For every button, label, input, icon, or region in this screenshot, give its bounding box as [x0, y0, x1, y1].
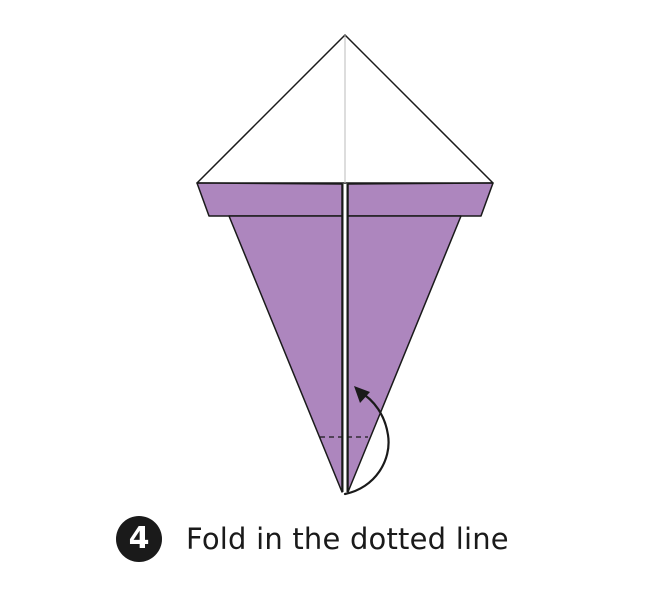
- left-folded-band: [196, 182, 343, 217]
- right-kite-half: [347, 215, 462, 493]
- left-kite-half: [228, 215, 343, 493]
- step-caption: 4 Fold in the dotted line: [116, 514, 509, 564]
- step-number-badge: 4: [116, 516, 162, 562]
- curved-arrow-icon: [343, 386, 390, 496]
- right-folded-band: [347, 182, 494, 217]
- step-instruction: Fold in the dotted line: [186, 522, 509, 556]
